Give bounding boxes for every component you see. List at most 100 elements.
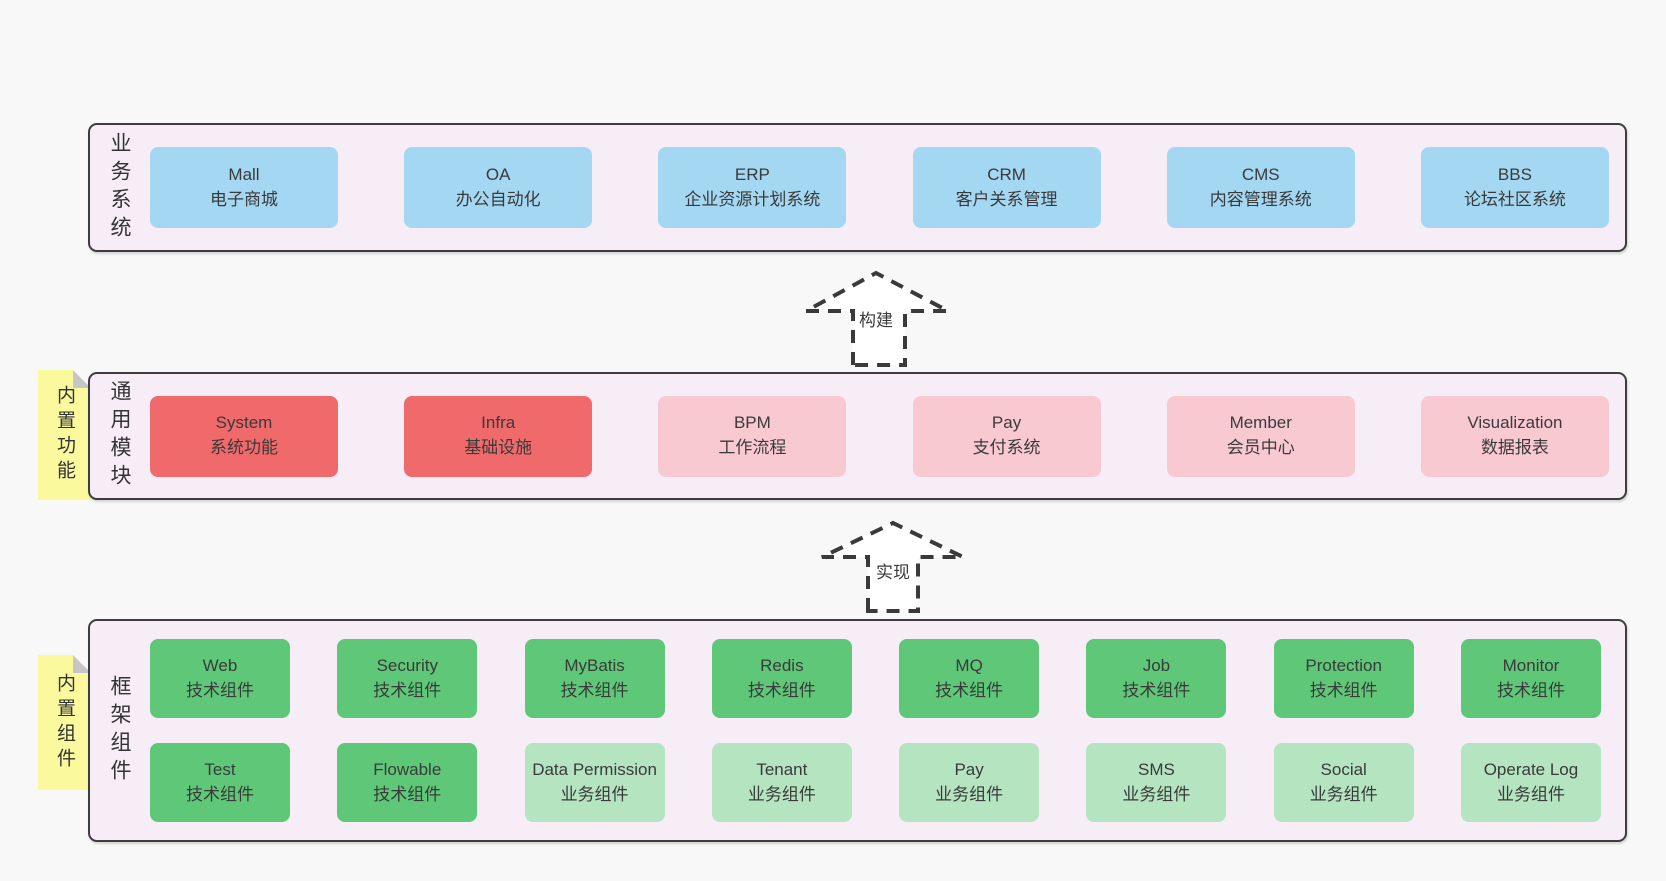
box-tenant-subtitle: 业务组件 [747, 784, 816, 804]
panel-common-modules-body: System 系统功能 Infra 基础设施 BPM 工作流程 Pay 支付系统… [148, 374, 1625, 498]
box-tenant: Tenant 业务组件 [711, 743, 852, 822]
box-redis-title: Redis [760, 655, 804, 675]
box-erp-subtitle: 企业资源计划系统 [684, 189, 821, 209]
box-infra-subtitle: 基础设施 [464, 438, 533, 457]
box-operate-log: Operate Log 业务组件 [1460, 743, 1601, 822]
panel-framework-components: 框架组件 Web 技术组件 Security 技术组件 MyBatis 技术组件… [88, 619, 1627, 842]
box-protection-subtitle: 技术组件 [1309, 680, 1378, 700]
box-crm-title: CRM [987, 164, 1026, 184]
box-protection: Protection 技术组件 [1273, 639, 1414, 718]
box-sms: SMS 业务组件 [1086, 743, 1227, 822]
box-crm-subtitle: 客户关系管理 [955, 189, 1058, 209]
box-mybatis: MyBatis 技术组件 [524, 639, 665, 718]
box-member-title: Member [1229, 413, 1292, 433]
box-data-permission-subtitle: 业务组件 [560, 784, 629, 804]
box-monitor-title: Monitor [1502, 655, 1560, 675]
box-mq-subtitle: 技术组件 [935, 680, 1004, 700]
box-pay-system-title: Pay [991, 413, 1022, 433]
box-data-permission-title: Data Permission [532, 759, 657, 779]
panel-framework-components-label: 框架组件 [108, 674, 131, 787]
box-tenant-title: Tenant [756, 759, 808, 779]
box-test-title: Test [204, 759, 236, 779]
box-social: Social 业务组件 [1273, 743, 1414, 822]
box-data-permission: Data Permission 业务组件 [524, 743, 665, 822]
note-builtin-components: 内置组件 [38, 655, 91, 790]
box-mall-title: Mall [228, 164, 260, 184]
note-builtin-features-text: 内置功能 [54, 385, 75, 485]
box-crm: CRM 客户关系管理 [912, 147, 1101, 228]
box-pay-component-subtitle: 业务组件 [935, 784, 1004, 804]
box-member-subtitle: 会员中心 [1226, 438, 1295, 457]
box-flowable-subtitle: 技术组件 [373, 784, 442, 804]
box-mall-subtitle: 电子商城 [210, 189, 278, 209]
box-erp-title: ERP [734, 164, 770, 184]
panel-business-systems-body: Mall 电子商城 OA 办公自动化 ERP 企业资源计划系统 CRM 客户关系… [148, 125, 1625, 250]
box-visualization-subtitle: 数据报表 [1480, 438, 1549, 457]
box-oa: OA 办公自动化 [404, 147, 593, 228]
note-builtin-features: 内置功能 [38, 370, 91, 500]
box-job-subtitle: 技术组件 [1122, 680, 1191, 700]
box-system-title: System [215, 413, 273, 433]
box-monitor: Monitor 技术组件 [1460, 639, 1601, 718]
box-security: Security 技术组件 [337, 639, 478, 718]
box-bpm: BPM 工作流程 [658, 395, 847, 477]
panel-common-modules: 通用模块 System 系统功能 Infra 基础设施 BPM 工作流程 Pay… [88, 372, 1627, 500]
arrow-build-label: 构建 [855, 305, 897, 332]
box-web-title: Web [202, 655, 238, 675]
box-bbs: BBS 论坛社区系统 [1420, 147, 1609, 228]
box-mybatis-title: MyBatis [564, 655, 625, 675]
box-cms-subtitle: 内容管理系统 [1209, 189, 1312, 209]
box-erp: ERP 企业资源计划系统 [658, 147, 847, 228]
box-security-subtitle: 技术组件 [373, 680, 442, 700]
box-mq-title: MQ [955, 655, 983, 675]
box-test: Test 技术组件 [150, 743, 290, 822]
box-test-subtitle: 技术组件 [186, 784, 254, 804]
box-operate-log-title: Operate Log [1483, 759, 1579, 779]
box-pay-system-subtitle: 支付系统 [972, 438, 1041, 457]
box-sms-subtitle: 业务组件 [1122, 784, 1191, 804]
panel-business-systems: 业务系统 Mall 电子商城 OA 办公自动化 ERP 企业资源计划系统 CRM… [88, 123, 1627, 252]
box-pay-system: Pay 支付系统 [912, 395, 1101, 477]
panel-framework-components-body: Web 技术组件 Security 技术组件 MyBatis 技术组件 Redi… [148, 621, 1625, 840]
box-bpm-subtitle: 工作流程 [718, 438, 787, 457]
box-infra: Infra 基础设施 [404, 395, 593, 477]
arrow-implement-label: 实现 [872, 557, 914, 584]
box-cms: CMS 内容管理系统 [1166, 147, 1355, 228]
box-bbs-title: BBS [1497, 164, 1532, 184]
box-pay-component-title: Pay [954, 759, 984, 779]
box-protection-title: Protection [1305, 655, 1382, 675]
box-web-subtitle: 技术组件 [186, 680, 254, 700]
box-flowable: Flowable 技术组件 [337, 743, 478, 822]
panel-business-systems-label: 业务系统 [108, 131, 131, 244]
box-oa-title: OA [485, 164, 511, 184]
components-row-1: Web 技术组件 Security 技术组件 MyBatis 技术组件 Redi… [150, 639, 1601, 718]
box-flowable-title: Flowable [373, 759, 442, 779]
box-infra-title: Infra [481, 413, 516, 433]
box-security-title: Security [376, 655, 438, 675]
box-social-subtitle: 业务组件 [1309, 784, 1378, 804]
box-mybatis-subtitle: 技术组件 [560, 680, 629, 700]
box-social-title: Social [1320, 759, 1367, 779]
box-visualization-title: Visualization [1467, 413, 1563, 433]
box-pay-component: Pay 业务组件 [899, 743, 1040, 822]
box-member: Member 会员中心 [1166, 395, 1355, 477]
box-visualization: Visualization 数据报表 [1420, 395, 1609, 477]
box-web: Web 技术组件 [150, 639, 290, 718]
box-cms-title: CMS [1241, 164, 1280, 184]
box-bpm-title: BPM [733, 413, 771, 433]
box-job: Job 技术组件 [1086, 639, 1227, 718]
box-operate-log-subtitle: 业务组件 [1496, 784, 1565, 804]
box-mq: MQ 技术组件 [899, 639, 1040, 718]
box-system: System 系统功能 [150, 395, 338, 477]
box-redis: Redis 技术组件 [711, 639, 852, 718]
box-mall: Mall 电子商城 [150, 147, 338, 228]
box-monitor-subtitle: 技术组件 [1496, 680, 1565, 700]
panel-common-modules-label: 通用模块 [108, 380, 131, 492]
box-sms-title: SMS [1137, 759, 1175, 779]
box-bbs-subtitle: 论坛社区系统 [1463, 189, 1566, 209]
note-builtin-components-text: 内置组件 [54, 672, 75, 773]
box-redis-subtitle: 技术组件 [747, 680, 816, 700]
box-job-title: Job [1142, 655, 1171, 675]
components-row-2: Test 技术组件 Flowable 技术组件 Data Permission … [150, 743, 1601, 822]
box-oa-subtitle: 办公自动化 [455, 189, 541, 209]
